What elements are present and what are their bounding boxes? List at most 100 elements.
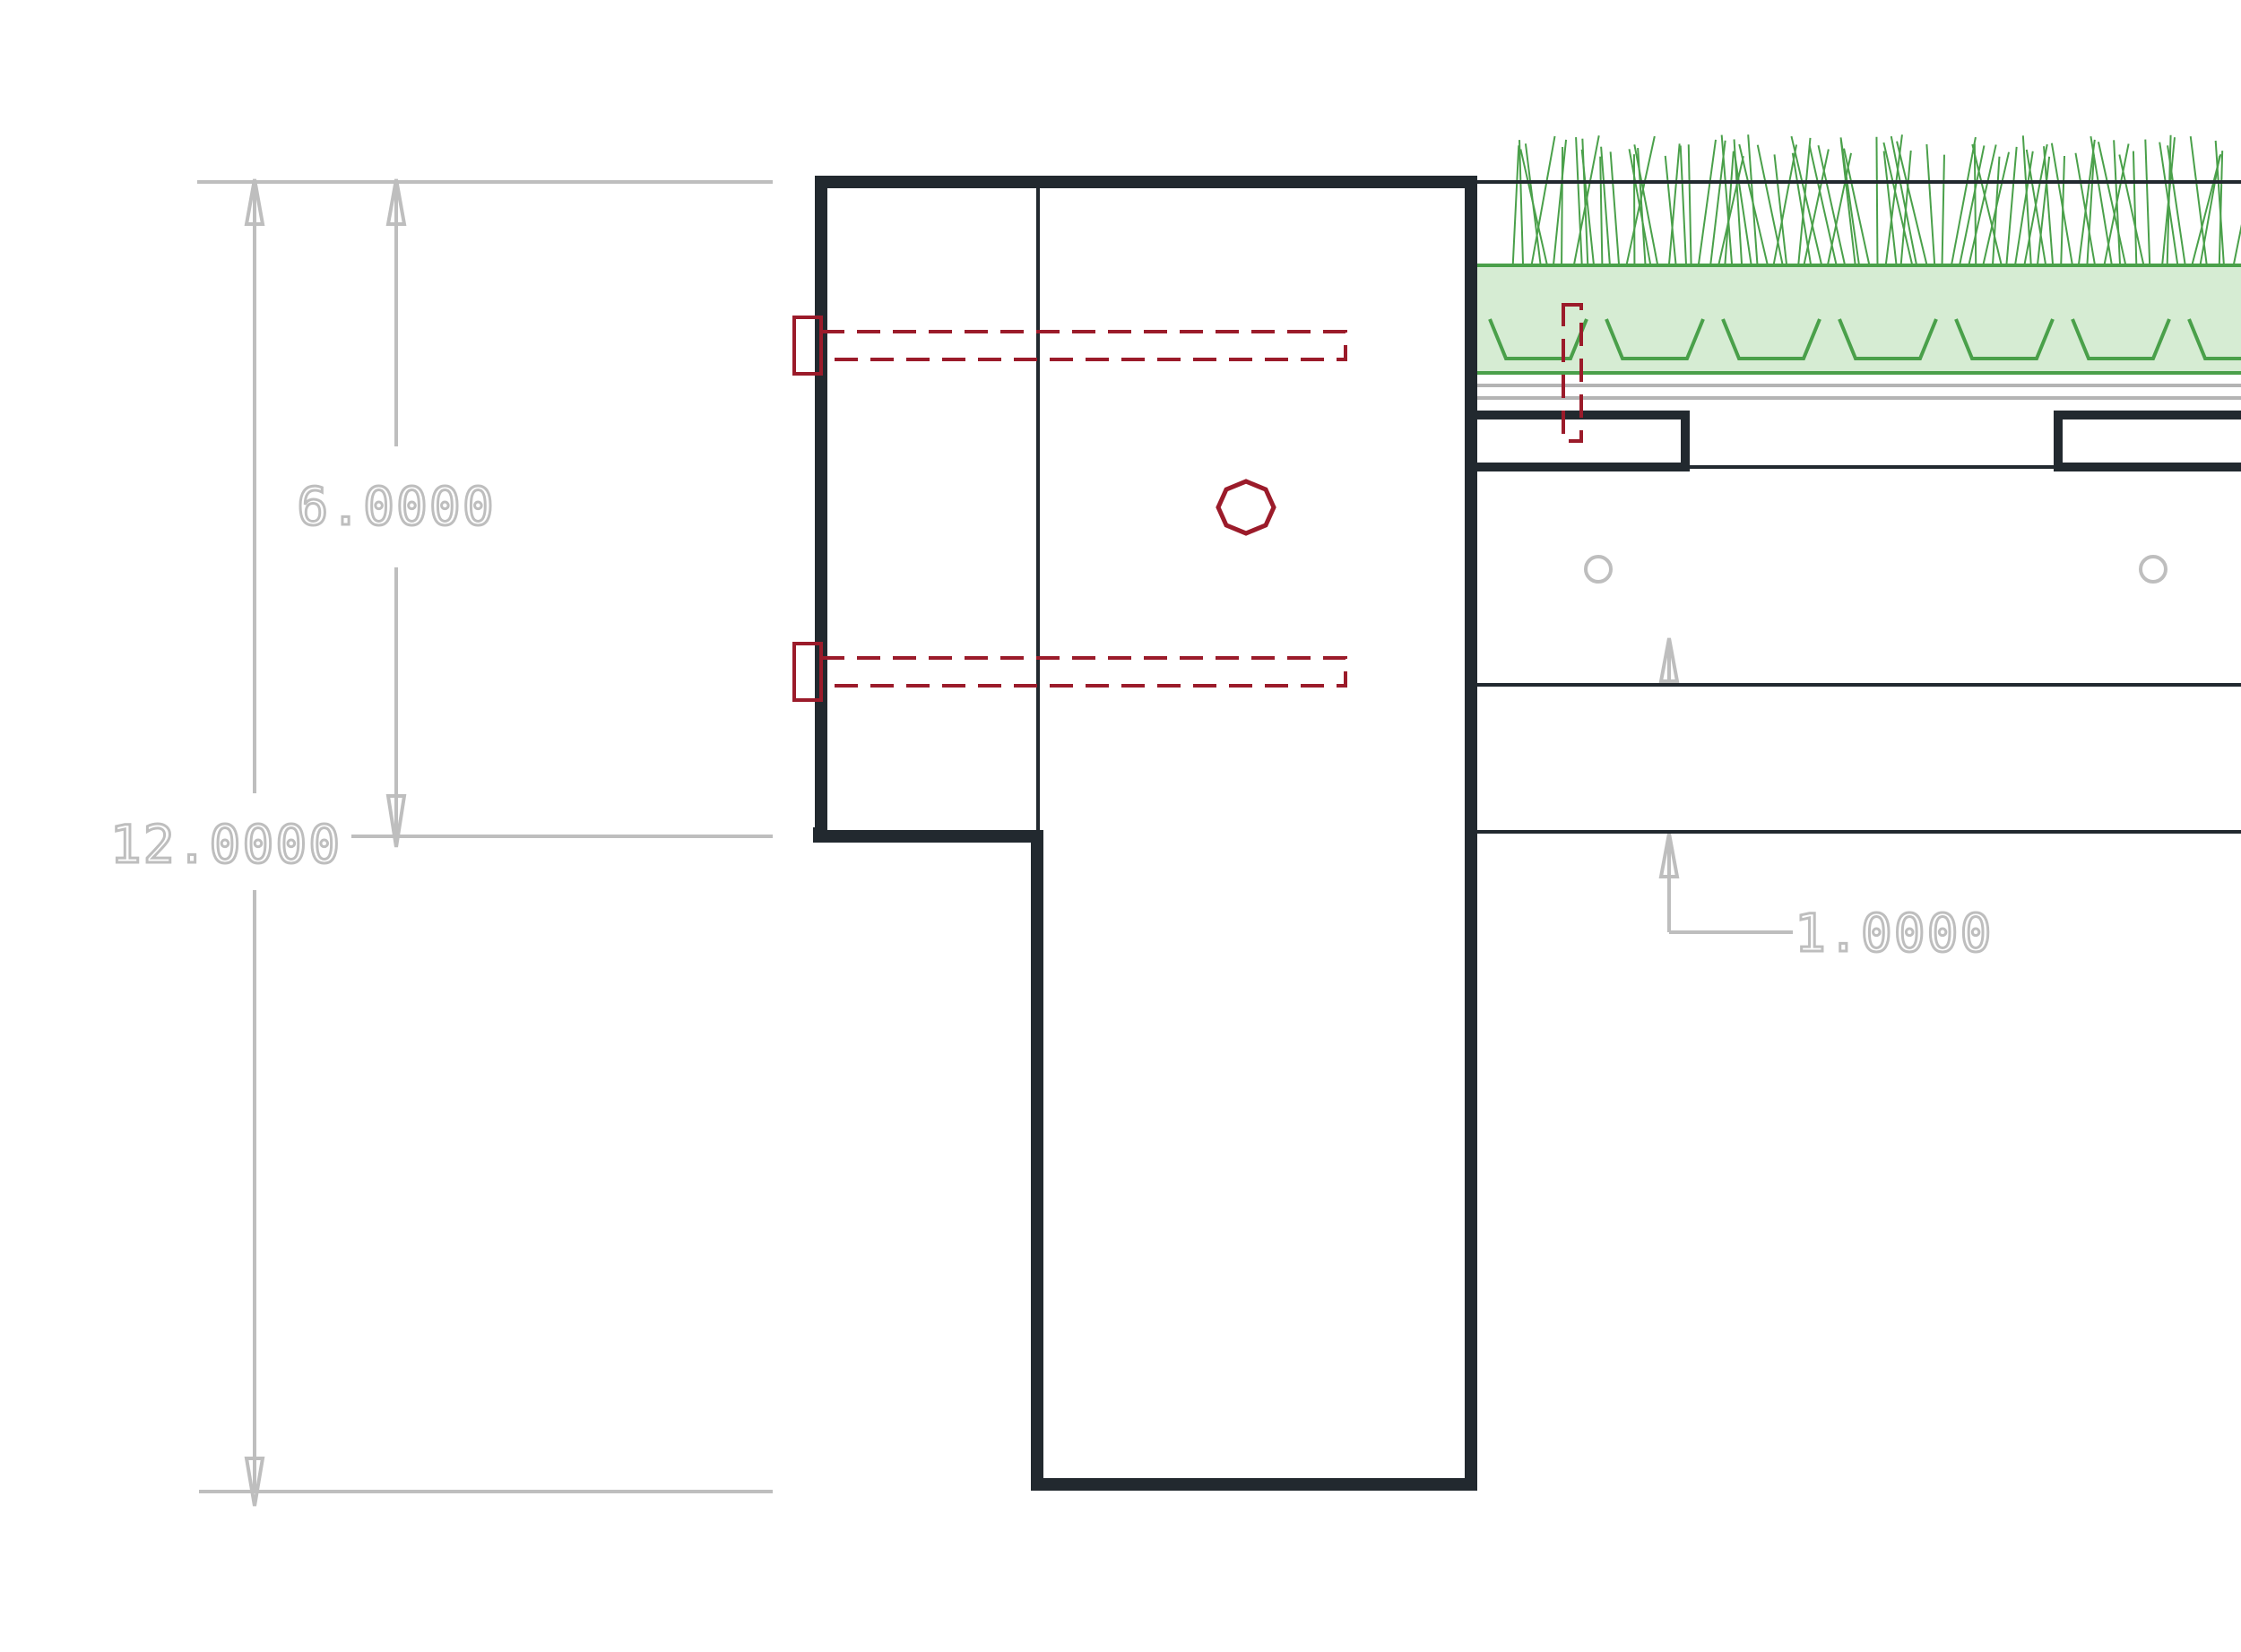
arrowhead-icon <box>385 178 407 226</box>
grass-blade <box>1709 140 1726 266</box>
grass-blade <box>1875 136 1879 266</box>
grass-blade <box>2118 154 2145 266</box>
grass-blade <box>2074 152 2097 266</box>
grass-blade <box>1950 136 1977 266</box>
grass-blade <box>1773 154 1788 266</box>
grass-blade <box>1530 135 1556 266</box>
drainage-cups <box>1488 318 2241 360</box>
grass-blade <box>1599 156 1604 266</box>
grass-blade <box>1679 145 1688 266</box>
wall-outline <box>813 176 1477 1491</box>
grass-blade <box>1519 140 1525 266</box>
grass-blade <box>2097 142 2127 266</box>
grass-blade <box>2086 154 2095 266</box>
roof-anchor-dashed <box>1562 303 1583 443</box>
grass-blade <box>1896 141 1928 266</box>
anchor-rod-upper <box>819 330 1347 361</box>
grass-blade <box>1633 144 1659 266</box>
grass-blade <box>1664 155 1677 266</box>
hidden-anchors <box>792 303 1583 702</box>
dimension-label-overall: 12.0000 <box>110 814 342 875</box>
grass-blade <box>1882 151 1898 266</box>
grass-blade <box>1772 144 1798 266</box>
grass-blade <box>1575 136 1583 266</box>
grass-blade <box>1756 144 1784 266</box>
grass-blade <box>2113 140 2122 266</box>
drainage-cup <box>1838 318 1938 360</box>
grass-blade <box>1790 135 1823 266</box>
grass-blade <box>1884 134 1903 266</box>
drainage-cup <box>1954 318 2055 360</box>
drainage-cup <box>2187 318 2241 360</box>
arrowhead-icon <box>1658 833 1680 878</box>
grass-blade <box>1968 144 1997 266</box>
grass-blade <box>1600 146 1611 266</box>
grass-blade <box>1697 139 1718 266</box>
green-roof-layer <box>1470 134 2241 400</box>
anchor-rod-lower <box>819 656 1347 688</box>
grass-blade <box>1519 149 1548 266</box>
grass-blade <box>2132 151 2138 266</box>
grass-blade <box>1959 145 1986 266</box>
drainage-cup <box>2071 318 2171 360</box>
grass-blade <box>1718 155 1744 266</box>
grass-blade <box>2232 223 2241 266</box>
grass-blade <box>2036 156 2051 266</box>
grass-blade <box>1991 156 2001 266</box>
grass-blades <box>1511 134 2241 266</box>
grass-blade <box>2090 135 2113 266</box>
grass-blade <box>2189 136 2208 266</box>
grass-blade <box>1733 151 1752 266</box>
grass-blade <box>1687 144 1692 266</box>
grass-blade <box>1720 134 1734 266</box>
grass-blade <box>1511 145 1520 266</box>
arrowhead-icon <box>244 1457 265 1507</box>
dimension-label-slab: 1.0000 <box>1795 903 1994 964</box>
grass-blade <box>1843 148 1871 266</box>
grass-blade <box>2077 139 2096 266</box>
grass-blade <box>2025 149 2047 266</box>
grass-blade <box>2021 135 2032 266</box>
grass-blade <box>1738 143 1769 266</box>
grass-blade <box>1890 135 1918 266</box>
grass-blade <box>2167 145 2186 266</box>
curb-right <box>2054 411 2241 471</box>
arrowhead-icon <box>385 794 407 848</box>
grass-blade <box>1882 142 1914 266</box>
grass-blade <box>1817 144 1847 266</box>
grass-blade <box>1667 143 1681 266</box>
dimension-group <box>197 178 1793 1507</box>
circle-icon <box>2139 555 2167 584</box>
curb-left <box>1471 411 1690 471</box>
grass-blade <box>1839 137 1860 266</box>
grass-blade <box>2214 140 2225 266</box>
grass-blade <box>1609 151 1621 266</box>
grass-blade <box>1797 137 1812 266</box>
grass-blade <box>1941 154 1945 266</box>
grass-blade <box>2144 139 2151 266</box>
arrowhead-icon <box>1658 637 1680 683</box>
arrowhead-icon <box>244 178 265 226</box>
grass-blade <box>2005 146 2018 266</box>
octagon-icon <box>1216 479 1276 536</box>
grass-blade <box>1791 152 1813 266</box>
grass-blade <box>1628 149 1652 266</box>
structure <box>813 176 2241 1491</box>
grass-blade <box>1552 139 1568 266</box>
drainage-cup <box>1721 318 1821 360</box>
grass-blade <box>1925 143 1936 266</box>
drainage-cup <box>1488 318 1588 360</box>
circle-icon <box>1584 555 1613 584</box>
grass-blade <box>2050 143 2073 266</box>
grass-blade <box>2043 146 2055 266</box>
grass-blade <box>2199 155 2221 266</box>
dimension-label-upper: 6.0000 <box>297 476 496 537</box>
grass-blade <box>2159 142 2179 266</box>
grass-blade <box>1973 143 1977 266</box>
grass-blade <box>1724 151 1735 266</box>
grass-blade <box>1971 143 2003 266</box>
grass-blade <box>1826 152 1853 266</box>
grass-blade <box>1580 149 1596 266</box>
grass-blade <box>1808 145 1838 266</box>
